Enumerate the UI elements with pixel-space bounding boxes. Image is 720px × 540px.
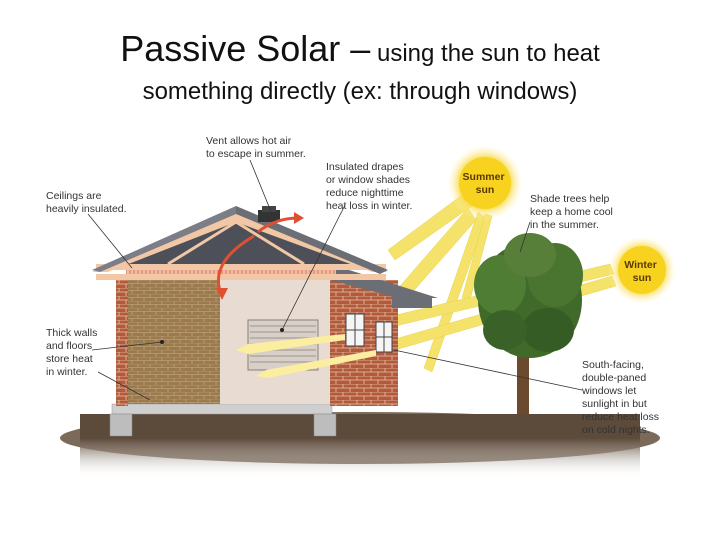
label-ceilings: Ceilings are heavily insulated. xyxy=(46,190,127,215)
summer-sun-label: Summer sun xyxy=(463,171,508,196)
interior-sunlight-arrows xyxy=(236,334,376,378)
callout-lines xyxy=(87,159,583,401)
winter-sun-icon: Winter sun xyxy=(608,236,676,304)
summer-sun-icon: Summer sun xyxy=(447,145,523,221)
roof-vent-icon xyxy=(258,206,280,222)
label-shade-trees: Shade trees help keep a home cool in the… xyxy=(530,193,616,231)
fascia xyxy=(96,264,386,270)
winter-sun-label: Winter sun xyxy=(624,259,660,284)
side-roof xyxy=(330,264,438,298)
left-exterior-wall xyxy=(116,280,128,406)
south-facing-window-2 xyxy=(375,321,393,353)
title-main: Passive Solar – xyxy=(120,28,371,69)
foundation xyxy=(109,403,337,437)
attic-underside xyxy=(118,218,360,264)
title-rest: using the sun to heat xyxy=(370,40,600,67)
label-windows: South-facing, double-paned windows let s… xyxy=(581,359,662,436)
label-drapes: Insulated drapes or window shades reduce… xyxy=(326,161,413,212)
south-facing-window-1 xyxy=(345,313,365,347)
label-vent: Vent allows hot air to escape in summer. xyxy=(206,135,306,160)
shade-tree-icon xyxy=(474,233,583,414)
thermal-mass-wall xyxy=(128,280,220,404)
title-line-1: Passive Solar – using the sun to heat xyxy=(0,28,720,70)
title-line-2: something directly (ex: through windows) xyxy=(142,78,578,105)
label-thick-walls: Thick walls and floors store heat in win… xyxy=(46,327,100,378)
ground xyxy=(60,412,660,478)
